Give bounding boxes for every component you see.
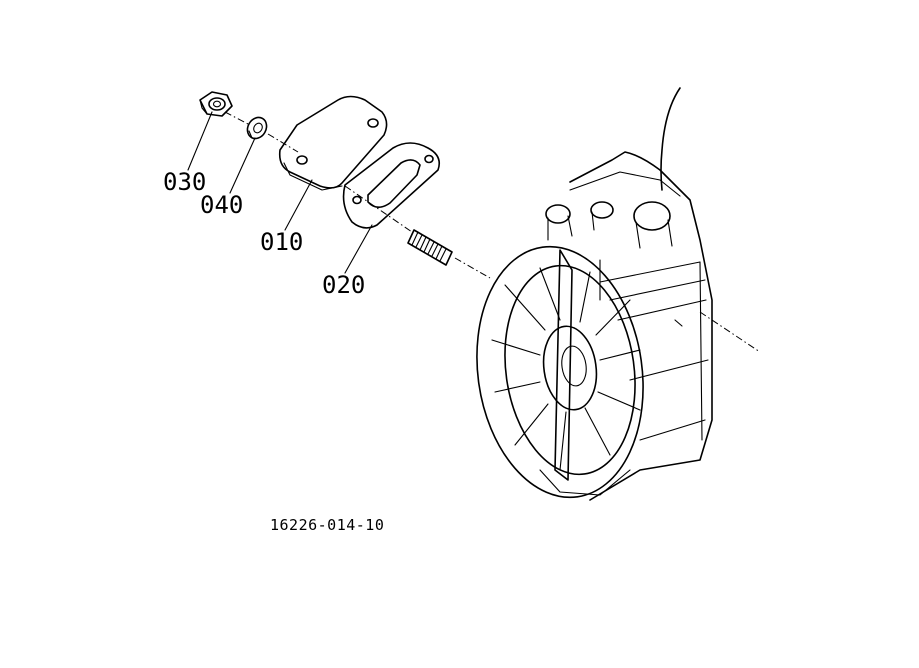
housing-part [476,87,713,501]
callout-010: 010 [260,228,303,256]
gasket-part [342,142,441,229]
callout-020: 020 [322,271,365,299]
callout-040: 040 [200,191,243,219]
stud-bolt-part [407,229,453,266]
callout-030: 030 [163,168,206,196]
leader-010 [284,179,313,231]
leader-030 [187,111,213,171]
leader-020 [344,224,373,274]
washer-part [246,116,268,140]
cover-plate-part [278,95,388,191]
leader-040 [229,137,256,194]
assembly-centerline [224,111,491,279]
housing-axis-line [699,311,761,353]
drawing-reference-code: 16226-014-10 [270,516,384,534]
nut-part [199,91,233,117]
